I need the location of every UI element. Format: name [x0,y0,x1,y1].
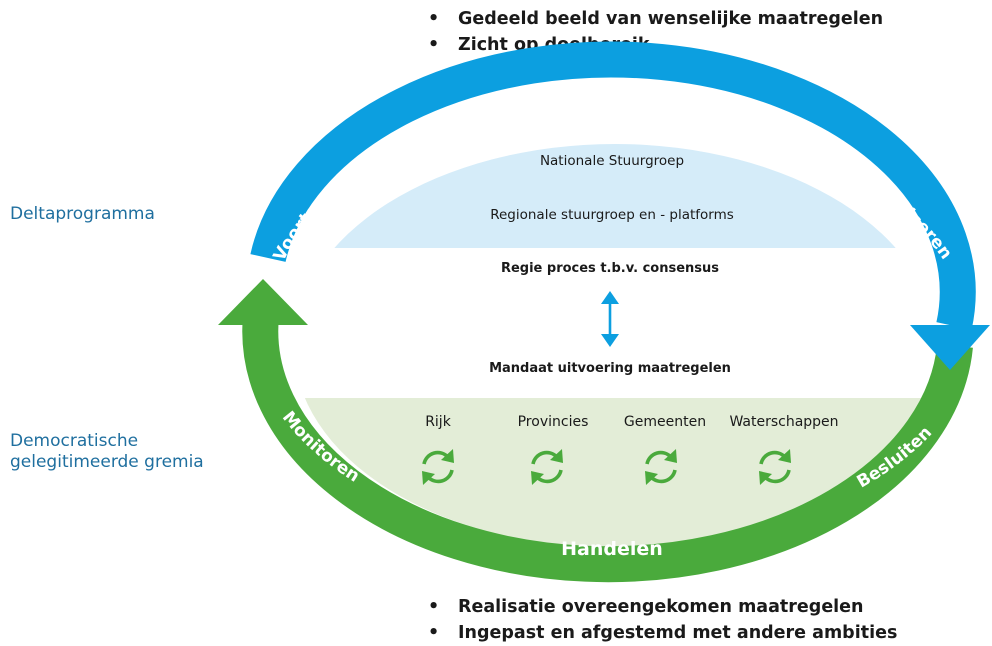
regionale-stuurgroep: Regionale stuurgroep en - platforms [490,207,734,223]
democratische-label: Democratische gelegitimeerde gremia [10,431,204,473]
green-arrow-head [218,279,308,325]
body-label-rijk: Rijk [425,414,452,430]
handelen-label: Handelen [561,538,663,560]
bullet-item: Ingepast en afgestemd met andere ambitie… [428,620,897,646]
bullet-item: Gedeeld beeld van wenselijke maatregelen [428,6,883,32]
nationale-stuurgroep: Nationale Stuurgroep [540,153,684,169]
blue-arrow-head [910,325,990,370]
democratische-label-line2: gelegitimeerde gremia [10,452,204,472]
deltaprogramma-label: Deltaprogramma [10,204,155,224]
blue-arc [250,41,976,330]
mandaat-label: Mandaat uitvoering maatregelen [489,361,731,376]
body-label-waterschappen: Waterschappen [729,414,838,430]
duiden-label: Duiden [566,92,642,114]
bottom-bullets: Realisatie overeengekomen maatregelen In… [428,594,897,646]
body-label-gemeenten: Gemeenten [624,414,706,430]
regie-proces-label: Regie proces t.b.v. consensus [501,261,719,276]
bullet-item: Realisatie overeengekomen maatregelen [428,594,897,620]
democratische-label-line1: Democratische [10,431,139,451]
green-arc [242,314,973,583]
double-arrow-icon [601,291,619,347]
body-label-provincies: Provincies [518,414,589,430]
